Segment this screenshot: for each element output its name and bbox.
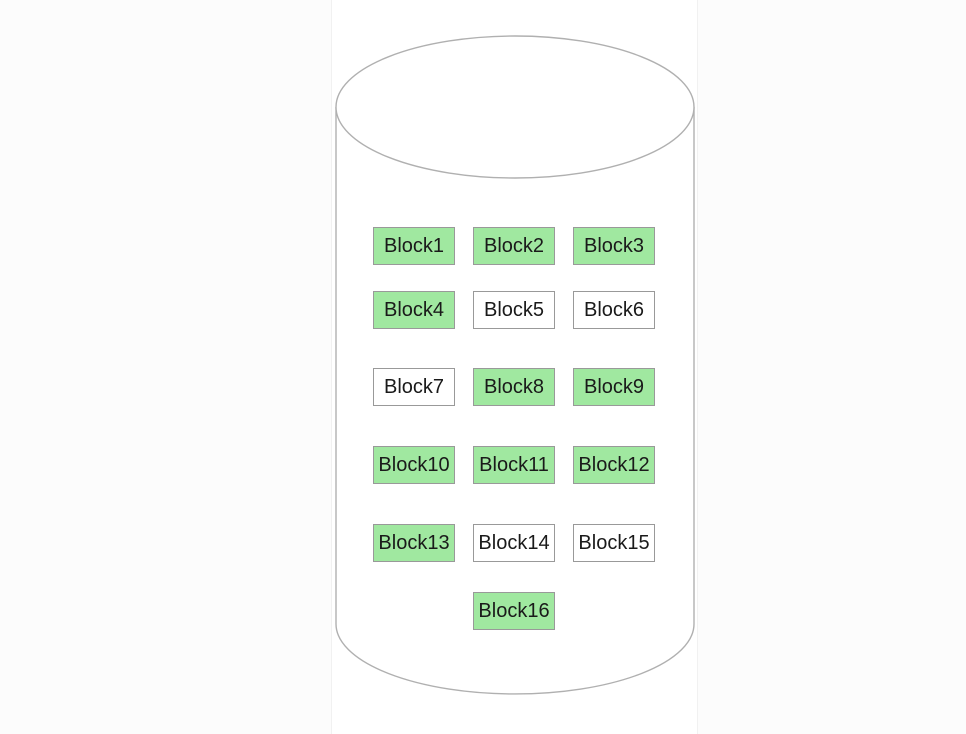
block-block1: Block1	[373, 227, 455, 265]
block-block3: Block3	[573, 227, 655, 265]
block-block7: Block7	[373, 368, 455, 406]
block-block13: Block13	[373, 524, 455, 562]
block-block11: Block11	[473, 446, 555, 484]
cylinder-body	[335, 107, 695, 695]
block-block9: Block9	[573, 368, 655, 406]
block-block15: Block15	[573, 524, 655, 562]
block-block14: Block14	[473, 524, 555, 562]
block-block5: Block5	[473, 291, 555, 329]
block-block10: Block10	[373, 446, 455, 484]
block-block8: Block8	[473, 368, 555, 406]
block-block2: Block2	[473, 227, 555, 265]
block-block6: Block6	[573, 291, 655, 329]
cylinder-top-ellipse	[335, 35, 695, 179]
block-block4: Block4	[373, 291, 455, 329]
block-block12: Block12	[573, 446, 655, 484]
block-block16: Block16	[473, 592, 555, 630]
